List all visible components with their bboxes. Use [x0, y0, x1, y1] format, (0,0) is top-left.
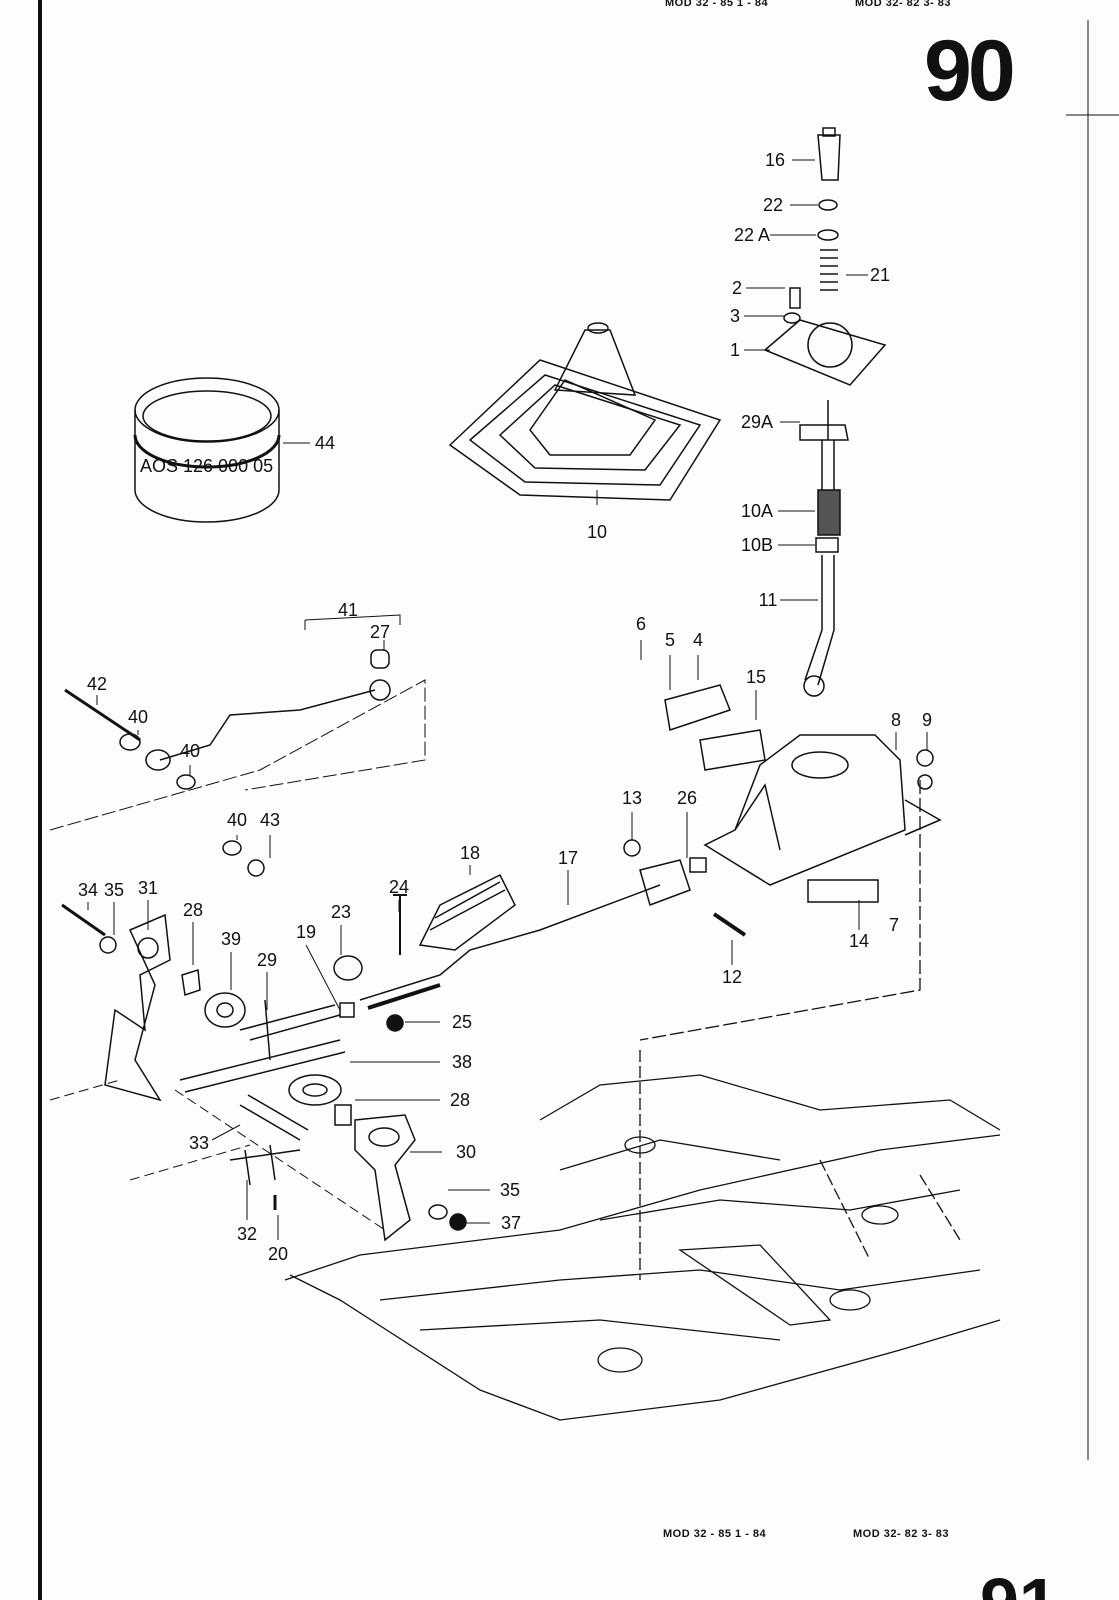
callout-10a: 10A — [741, 501, 773, 521]
callout-6: 6 — [636, 614, 646, 634]
part-shift-lever — [763, 127, 887, 697]
callout-40: 40 — [180, 741, 200, 761]
part-shift-linkage — [49, 903, 467, 1242]
stamp-text: AOS 126 000 05 — [140, 456, 273, 476]
callout-4: 4 — [693, 630, 703, 650]
callout-42: 42 — [87, 674, 107, 694]
callout-20: 20 — [268, 1244, 288, 1264]
callout-7: 7 — [889, 915, 899, 935]
callout-26: 26 — [677, 788, 697, 808]
callout-23: 23 — [331, 902, 351, 922]
callout-44: 44 — [315, 433, 335, 453]
callout-21: 21 — [870, 265, 890, 285]
callout-2: 2 — [732, 278, 742, 298]
callout-35: 35 — [104, 880, 124, 900]
callout-24: 24 — [389, 877, 409, 897]
callout-17: 17 — [558, 848, 578, 868]
callout-35: 35 — [500, 1180, 520, 1200]
callout-31: 31 — [138, 878, 158, 898]
next-section-number: 91 — [980, 1568, 1058, 1600]
callout-30: 30 — [456, 1142, 476, 1162]
footer-model-a: MOD 32 - 85 1 - 84 — [663, 1528, 767, 1540]
callout-38: 38 — [452, 1052, 472, 1072]
footer-model-b: MOD 32- 82 3- 83 — [853, 1528, 950, 1540]
part-17-shift-rod — [333, 839, 747, 1032]
callout-40: 40 — [128, 707, 148, 727]
callout-28: 28 — [450, 1090, 470, 1110]
callout-10b: 10B — [741, 535, 773, 555]
callout-39: 39 — [221, 929, 241, 949]
callout-28: 28 — [183, 900, 203, 920]
section-number: 90 — [924, 23, 1016, 119]
callout-12: 12 — [722, 967, 742, 987]
callout-10: 10 — [587, 522, 607, 542]
callout-29: 29 — [257, 950, 277, 970]
callout-13: 13 — [622, 788, 642, 808]
part-41-shift-rod — [49, 614, 426, 877]
callout-5: 5 — [665, 630, 675, 650]
part-10-gear-boot — [448, 322, 722, 501]
callout-27: 27 — [370, 622, 390, 642]
callout-19: 19 — [296, 922, 316, 942]
callout-16: 16 — [765, 150, 785, 170]
callout-22: 22 — [763, 195, 783, 215]
callout-41: 41 — [338, 600, 358, 620]
callout-15: 15 — [746, 667, 766, 687]
callout-37: 37 — [501, 1213, 521, 1233]
callout-14: 14 — [849, 931, 869, 951]
callout-33: 33 — [189, 1133, 209, 1153]
leader-lines — [87, 159, 928, 1240]
callout-9: 9 — [922, 710, 932, 730]
callout-43: 43 — [260, 810, 280, 830]
callout-22a: 22 A — [734, 225, 770, 245]
callout-29a: 29A — [741, 412, 773, 432]
callout-8: 8 — [891, 710, 901, 730]
callout-32: 32 — [237, 1224, 257, 1244]
part-gearshift-housing — [664, 684, 942, 903]
part-44-ring: AOS 126 000 05 — [133, 377, 281, 523]
callout-3: 3 — [730, 306, 740, 326]
floor-pan — [284, 780, 1001, 1421]
callout-18: 18 — [460, 843, 480, 863]
callout-34: 34 — [78, 880, 98, 900]
callout-40: 40 — [227, 810, 247, 830]
callout-25: 25 — [452, 1012, 472, 1032]
callout-1: 1 — [730, 340, 740, 360]
header-model-a: MOD 32 - 85 1 - 84 — [665, 0, 769, 9]
header-model-b: MOD 32- 82 3- 83 — [855, 0, 952, 9]
callout-11: 11 — [759, 590, 778, 610]
